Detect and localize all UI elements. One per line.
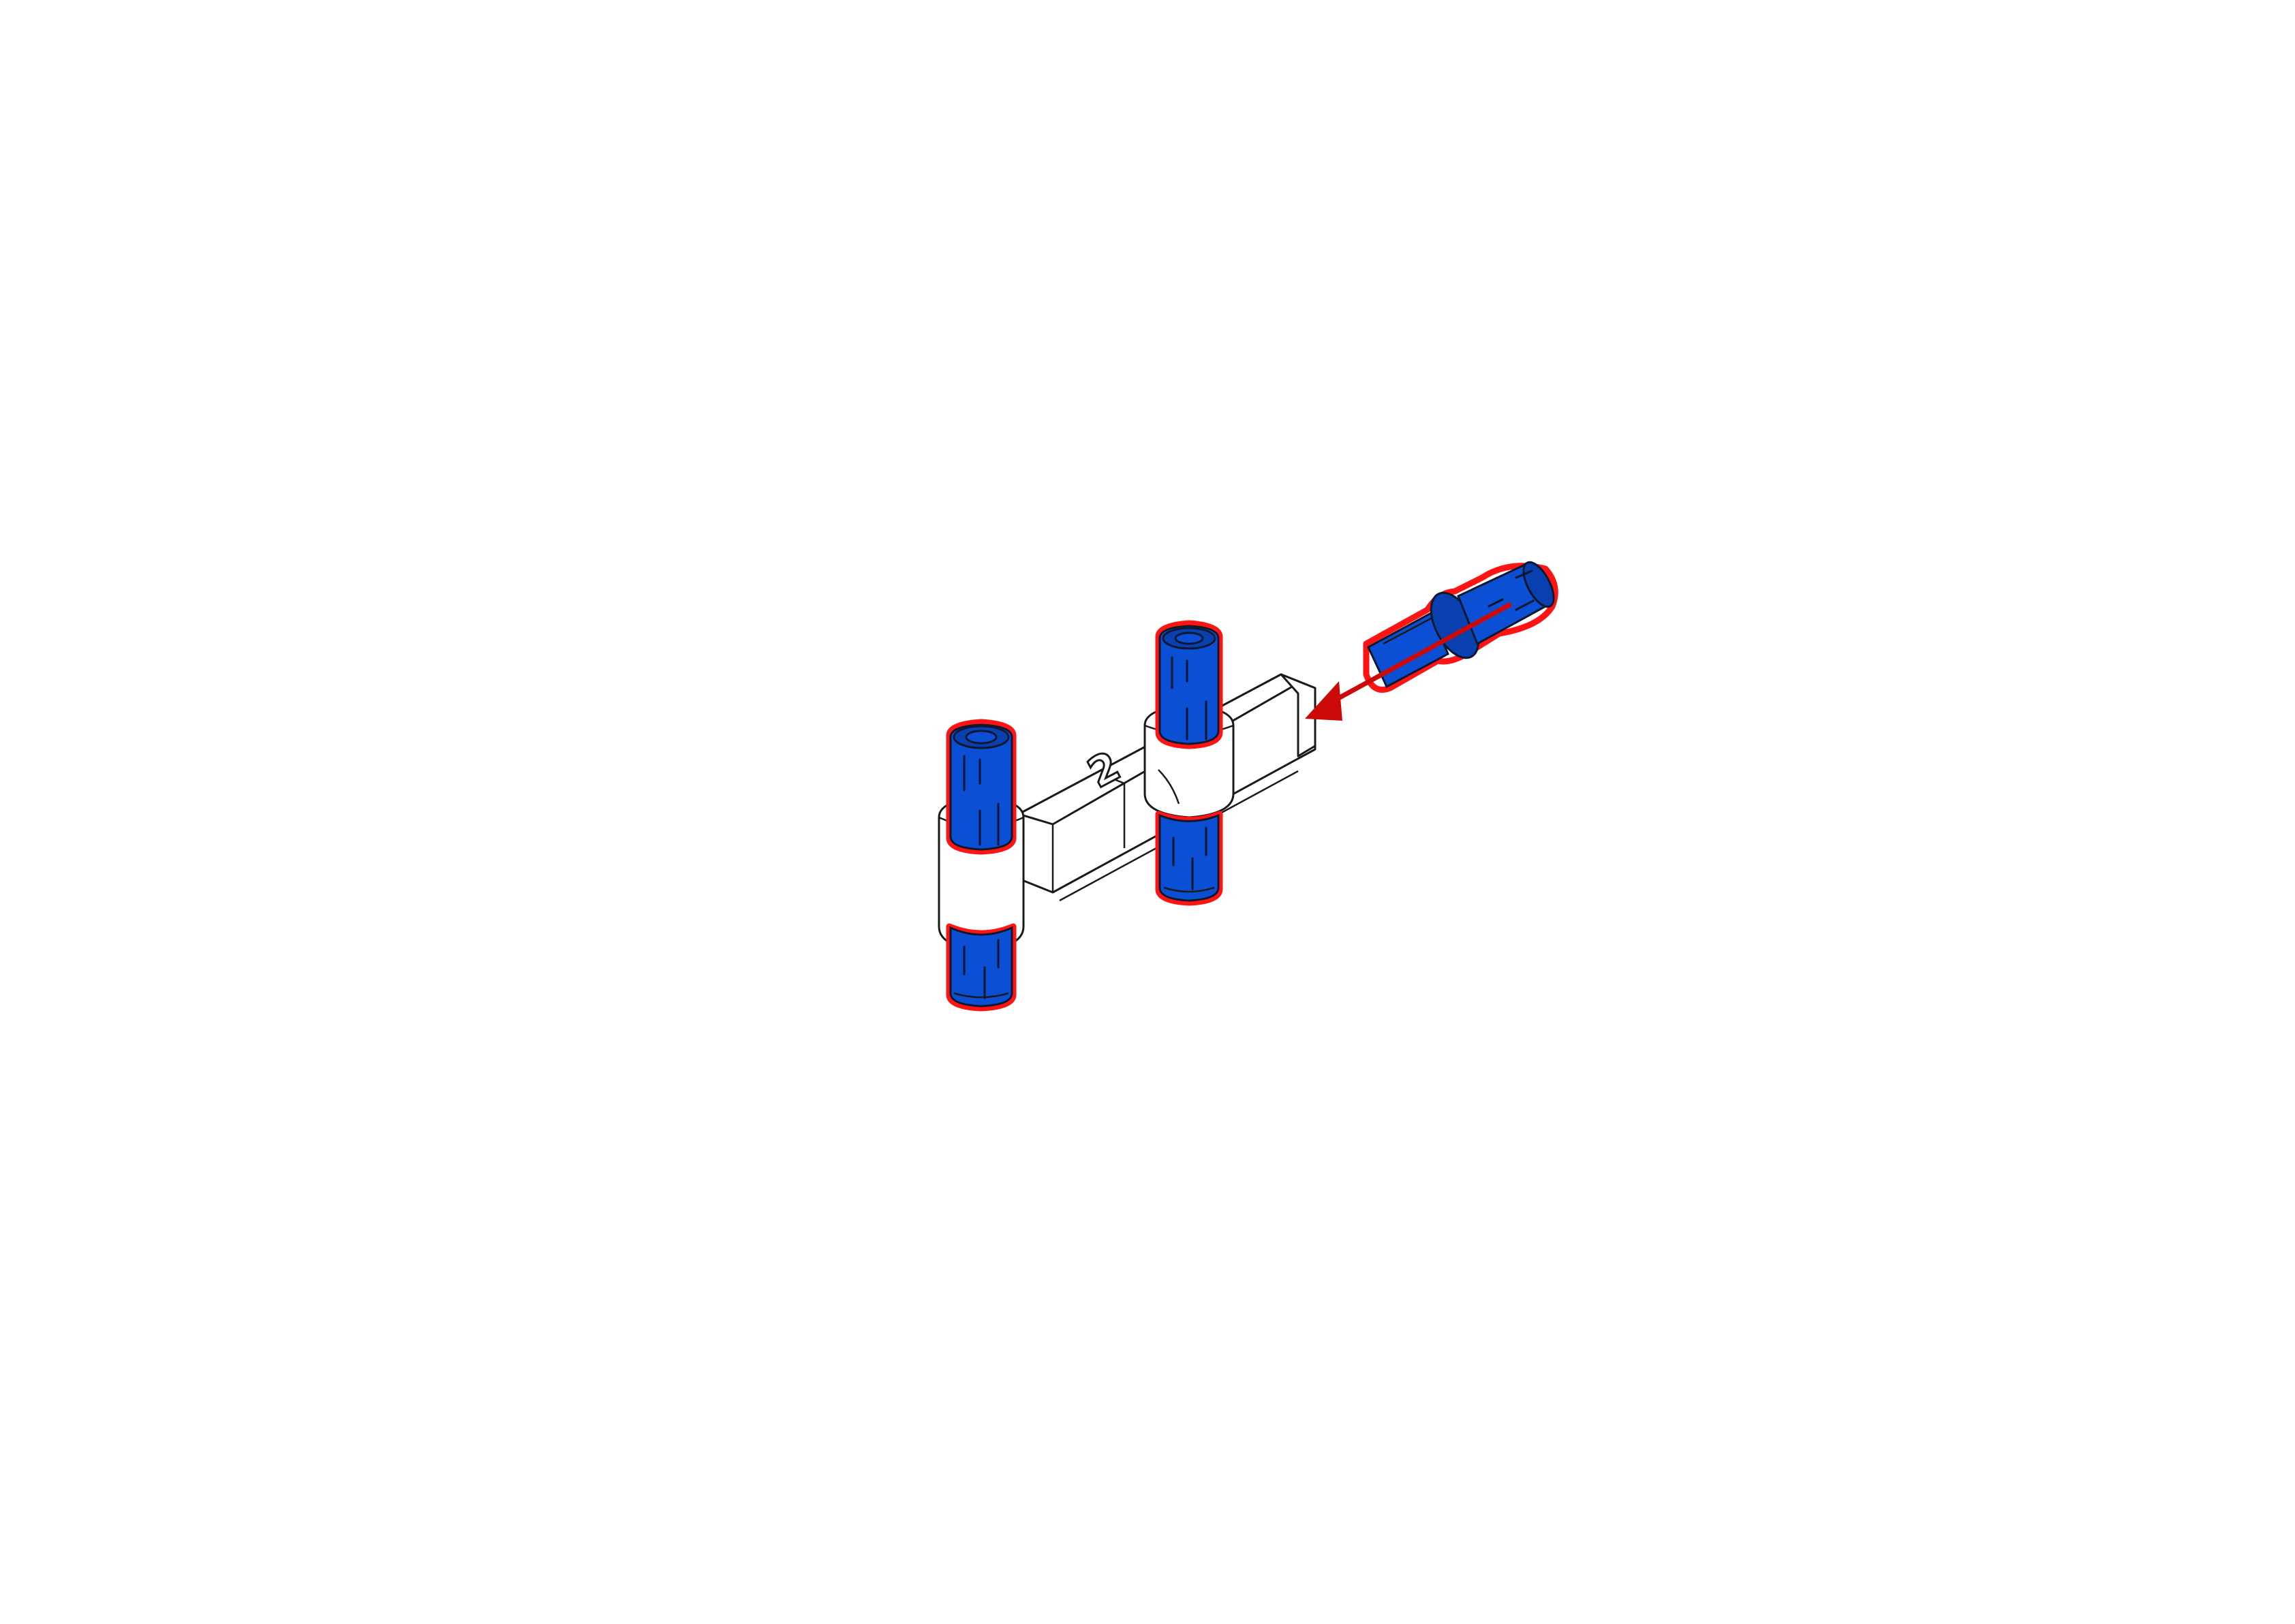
pin-left-bottom [946, 923, 1017, 1012]
pin-middle-bottom [1155, 811, 1223, 906]
arrow-head-icon [1305, 681, 1342, 721]
axle-pin-loose [1363, 561, 1558, 693]
pin-left-top [946, 719, 1017, 855]
pin-middle-top [1155, 620, 1223, 749]
insertion-arrow [1305, 602, 1512, 721]
